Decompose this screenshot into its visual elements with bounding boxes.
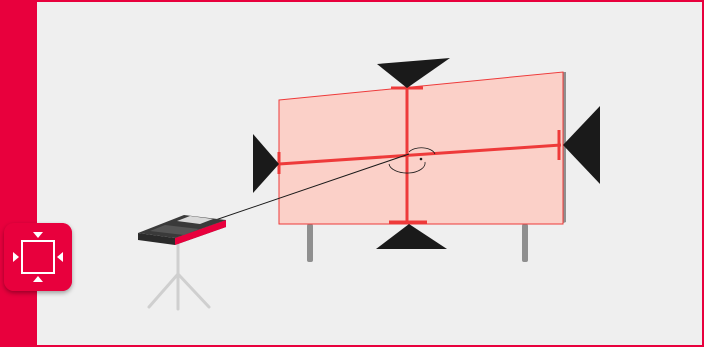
accent-side-bar [0, 0, 37, 347]
horizontal-laser-line [278, 143, 562, 166]
mode-icon-arrow-left [13, 252, 19, 262]
tripod-leg-left [147, 272, 180, 309]
tripod [147, 240, 211, 311]
device-screen [177, 216, 213, 224]
mode-icon-graphic [4, 223, 72, 291]
device-keypad [150, 225, 199, 235]
mode-icon-frame [21, 240, 55, 274]
right-marker [563, 106, 600, 184]
angle-arc-upper [408, 147, 436, 155]
right-support-post [522, 224, 528, 262]
accent-top-border [0, 0, 704, 2]
bottom-marker [376, 224, 447, 249]
illustration [37, 2, 702, 345]
top-marker [377, 58, 450, 88]
accent-right-border [702, 0, 704, 347]
device-accent-strip [175, 220, 226, 245]
angle-marker [419, 157, 423, 161]
angle-arc-lower [388, 161, 426, 174]
device-body-side [138, 220, 226, 245]
accent-bottom-border [0, 345, 704, 347]
measurement-beam [188, 153, 410, 230]
tripod-leg-right [176, 272, 211, 309]
left-support-post [307, 224, 313, 262]
left-marker [253, 134, 279, 193]
mode-icon-arrow-top [33, 232, 43, 238]
laser-distance-meter-icon [138, 215, 226, 245]
diagram-canvas [37, 2, 702, 345]
center-target-mode-icon[interactable] [4, 223, 72, 291]
mode-icon-arrow-bottom [33, 276, 43, 282]
mode-icon-arrow-right [57, 252, 63, 262]
